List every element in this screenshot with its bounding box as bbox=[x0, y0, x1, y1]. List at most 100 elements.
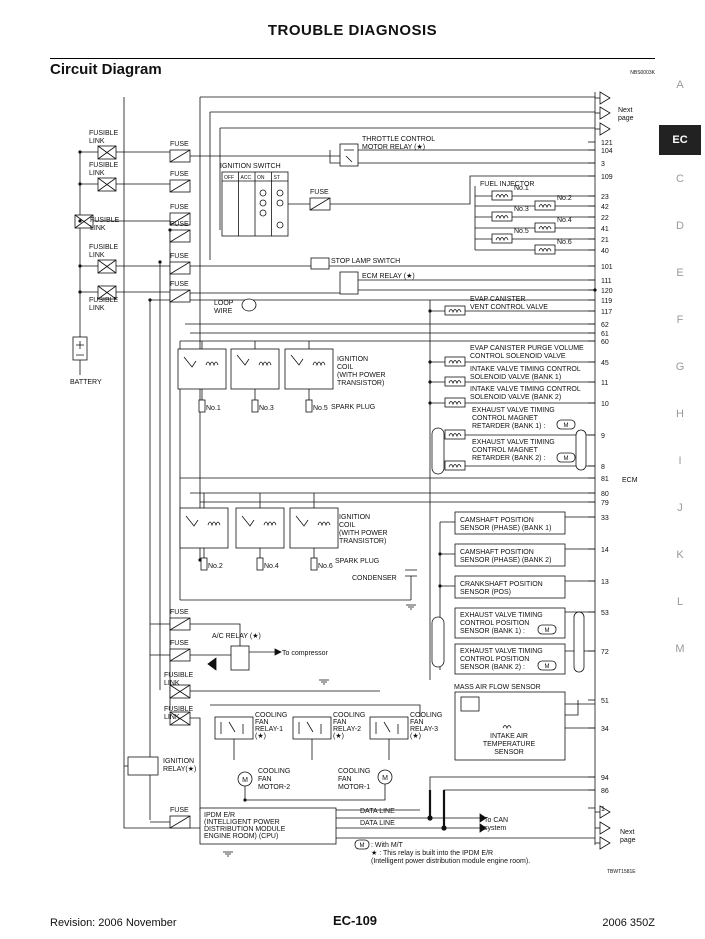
spark-plug-top-3 bbox=[305, 399, 313, 413]
section-index-c[interactable]: C bbox=[676, 173, 684, 185]
ecm-pin-109: 109 bbox=[601, 174, 613, 181]
fusible-link-2-cross bbox=[97, 177, 117, 192]
section-index-i[interactable]: I bbox=[678, 455, 682, 467]
ignition-coil-bottom-1 bbox=[179, 507, 229, 549]
fuel-injector-6 bbox=[534, 244, 556, 255]
ignition-coil-top-label: TRANSISTOR) bbox=[337, 380, 384, 387]
section-index-h[interactable]: H bbox=[676, 408, 684, 420]
legend-m-symbol: M bbox=[360, 843, 365, 849]
evs-b2-label: CONTROL POSITION bbox=[460, 656, 529, 663]
ignition-coil-top-3 bbox=[284, 348, 334, 390]
spark-plug-bottom-label: No.4 bbox=[264, 563, 279, 570]
fuel-injector-5-label: No.5 bbox=[514, 228, 529, 235]
loop-wire-label: WIRE bbox=[214, 308, 233, 315]
wire bbox=[150, 279, 595, 301]
ecm-pin-41: 41 bbox=[601, 226, 609, 233]
evs-b1-label: EXHAUST VALVE TIMING bbox=[460, 612, 543, 619]
ignition-contact bbox=[276, 189, 284, 197]
spark-plug-bottom-caption: SPARK PLUG bbox=[335, 558, 379, 565]
fuel-injector-6-winding bbox=[538, 248, 552, 253]
fusible-link-label: FUSIBLE bbox=[89, 130, 119, 137]
fusible-link-7-cross bbox=[169, 711, 191, 726]
junction-dot bbox=[78, 219, 82, 223]
cmp-b2-label: CAMSHAFT POSITION bbox=[460, 549, 534, 556]
intake-valve-timing-b1-winding bbox=[448, 380, 462, 385]
section-index-ec[interactable]: EC bbox=[659, 125, 701, 155]
mt-badge-label: M bbox=[545, 664, 550, 670]
junction-dot bbox=[428, 401, 432, 405]
ground-symbol bbox=[319, 679, 329, 685]
fuse-label: FUSE bbox=[170, 281, 189, 288]
ivt-b1-label: SOLENOID VALVE (BANK 1) bbox=[470, 374, 561, 381]
section-index-f[interactable]: F bbox=[676, 314, 684, 326]
ecm-pin-80: 80 bbox=[601, 491, 609, 498]
section-index-l[interactable]: L bbox=[676, 596, 684, 608]
fuel-injector-3-label: No.3 bbox=[514, 206, 529, 213]
ivt-b2-label: SOLENOID VALVE (BANK 2) bbox=[470, 394, 561, 401]
mt-badge-label: M bbox=[545, 628, 550, 634]
fuse-label: FUSE bbox=[310, 189, 329, 196]
ecm-pin-60: 60 bbox=[601, 339, 609, 346]
document-code: NBS0003K bbox=[630, 70, 655, 76]
wire bbox=[179, 323, 595, 600]
ipdm-label: ENGINE ROOM) (CPU) bbox=[204, 833, 278, 840]
ignition-position-off: OFF bbox=[224, 175, 234, 181]
ipdm-er bbox=[199, 807, 337, 845]
section-index-a[interactable]: A bbox=[676, 79, 684, 91]
spark-plug-bottom-label: No.2 bbox=[208, 563, 223, 570]
next-page-bot-1 bbox=[599, 805, 611, 819]
evs-b1-label: SENSOR (BANK 1) : bbox=[460, 628, 525, 635]
section-index-d[interactable]: D bbox=[676, 220, 684, 232]
evap-canister-vent-valve bbox=[444, 305, 466, 316]
to-can-label: system bbox=[484, 825, 506, 832]
junction-dot bbox=[78, 290, 82, 294]
evs-shield bbox=[431, 616, 445, 668]
ecm-pin-119: 119 bbox=[601, 298, 612, 305]
intake-valve-timing-b2 bbox=[444, 397, 466, 408]
fuel-injector-2 bbox=[534, 200, 556, 211]
wire bbox=[439, 516, 595, 670]
ecm-pin-10: 10 bbox=[601, 401, 609, 408]
ckp-label: CRANKSHAFT POSITION bbox=[460, 581, 543, 588]
evt-b2-label: CONTROL MAGNET bbox=[472, 447, 539, 454]
section-index-e[interactable]: E bbox=[676, 267, 684, 279]
footer-revision: Revision: 2006 November bbox=[50, 917, 177, 929]
iat-label: INTAKE AIR bbox=[490, 733, 528, 740]
ecm-pin-8: 8 bbox=[601, 464, 605, 471]
next-page-bottom-label: page bbox=[620, 837, 636, 844]
cmp-b1-label: SENSOR (PHASE) (BANK 1) bbox=[460, 525, 551, 532]
fusible-link-label: FUSIBLE bbox=[164, 672, 194, 679]
legend-star-note: (Intelligent power distribution module e… bbox=[371, 858, 530, 865]
ipdm-label: IPDM E/R bbox=[204, 812, 235, 819]
cooling-fan-relay-3-label: FAN bbox=[410, 719, 424, 726]
ecm-pin-111: 111 bbox=[601, 278, 612, 285]
section-index-k[interactable]: K bbox=[676, 549, 684, 561]
fusible-link-label: FUSIBLE bbox=[89, 297, 119, 304]
cooling-fan-motor-1-label: MOTOR-1 bbox=[338, 784, 370, 791]
next-page-bottom-label: Next bbox=[620, 829, 634, 836]
ignition-coil-bottom-label: TRANSISTOR) bbox=[339, 538, 386, 545]
ivt-b2-label: INTAKE VALVE TIMING CONTROL bbox=[470, 386, 581, 393]
ecm-pin-94: 94 bbox=[601, 775, 609, 782]
coil-winding bbox=[290, 354, 326, 367]
stop-lamp-switch-label: STOP LAMP SWITCH bbox=[331, 258, 400, 265]
coil-winding bbox=[183, 356, 219, 368]
fuse-label: FUSE bbox=[170, 204, 189, 211]
evap-vent-label: EVAP CANISTER bbox=[470, 296, 525, 303]
fuel-injector-2-winding bbox=[538, 204, 552, 209]
cooling-fan-motor-2-m: M bbox=[242, 777, 248, 784]
ecm-pin-3: 3 bbox=[601, 161, 605, 168]
section-index-j[interactable]: J bbox=[677, 502, 683, 514]
relay-contacts bbox=[298, 721, 322, 734]
cooling-fan-relay-3-label: COOLING bbox=[410, 712, 442, 719]
to-can-label: To CAN bbox=[484, 817, 508, 824]
ecm-relay bbox=[339, 271, 359, 295]
section-index-m[interactable]: M bbox=[675, 643, 685, 655]
junction-dot bbox=[78, 182, 82, 186]
fuse-7-element bbox=[169, 617, 191, 631]
footer-model: 2006 350Z bbox=[602, 917, 655, 929]
to-can-arrows bbox=[479, 813, 487, 833]
section-index-g[interactable]: G bbox=[675, 361, 685, 373]
wire bbox=[336, 817, 480, 829]
battery-terminals bbox=[76, 341, 84, 356]
